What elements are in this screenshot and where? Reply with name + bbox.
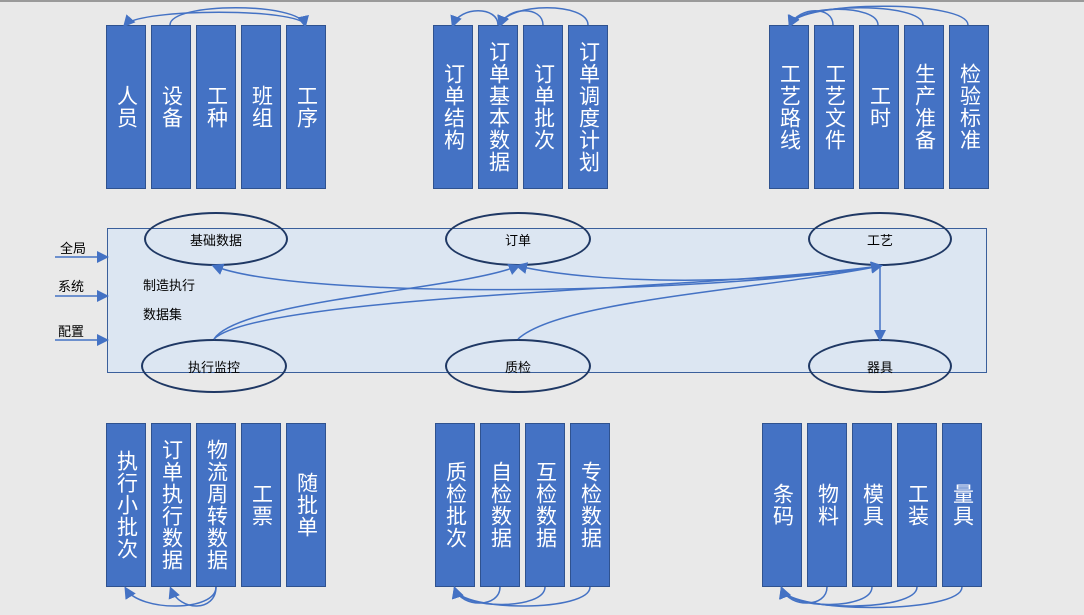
basic-box-3: 工种 — [196, 25, 236, 189]
basic-box-5: 工序 — [286, 25, 326, 189]
link-process-order — [515, 262, 881, 281]
order-box-1: 订单结构 — [433, 25, 473, 189]
quality-box-4: 专检数据 — [570, 423, 610, 587]
order-box-4: 订单调度计划 — [568, 25, 608, 189]
tool-box-1: 条码 — [762, 423, 802, 587]
quality-box-1: 质检批次 — [435, 423, 475, 587]
tool-box-4: 工装 — [897, 423, 937, 587]
exec-box-5: 随批单 — [286, 423, 326, 587]
arc-process-2 — [788, 8, 879, 28]
top-border — [0, 0, 1084, 2]
quality-box-3: 互检数据 — [525, 423, 565, 587]
arc-quality-3 — [451, 586, 591, 607]
node-quality: 质检 — [445, 339, 591, 393]
process-box-5: 检验标准 — [949, 25, 989, 189]
config-label-config: 配置 — [58, 325, 85, 340]
arc-tool-4 — [779, 586, 963, 609]
arc-exec-2 — [168, 586, 217, 607]
arc-process-4 — [787, 5, 969, 28]
process-box-2: 工艺文件 — [814, 25, 854, 189]
link-quality-process — [517, 261, 883, 340]
process-box-1: 工艺路线 — [769, 25, 809, 189]
process-box-3: 工时 — [859, 25, 899, 189]
tool-box-5: 量具 — [942, 423, 982, 587]
arc-exec-1 — [124, 586, 217, 607]
exec-box-3: 物流周转数据 — [196, 423, 236, 587]
config-label-system: 系统 — [58, 280, 85, 295]
arc-order-1 — [450, 10, 499, 28]
link-exec-order — [213, 263, 521, 340]
process-box-4: 生产准备 — [904, 25, 944, 189]
exec-box-1: 执行小批次 — [106, 423, 146, 587]
node-exec-monitor: 执行监控 — [141, 339, 287, 393]
config-label-global: 全局 — [60, 242, 87, 257]
tool-box-3: 模具 — [852, 423, 892, 587]
panel-title-line2: 数据集 — [143, 308, 183, 323]
panel-title-line1: 制造执行 — [143, 279, 196, 294]
basic-box-1: 人员 — [106, 25, 146, 189]
exec-box-2: 订单执行数据 — [151, 423, 191, 587]
tool-box-2: 物料 — [807, 423, 847, 587]
link-exec-process — [213, 261, 883, 340]
arc-order-3 — [497, 7, 589, 28]
order-box-3: 订单批次 — [523, 25, 563, 189]
arc-quality-1 — [452, 586, 501, 604]
exec-box-4: 工票 — [241, 423, 281, 587]
basic-box-2: 设备 — [151, 25, 191, 189]
order-box-2: 订单基本数据 — [478, 25, 518, 189]
arc-basic-1 — [169, 7, 309, 28]
arc-basic-2 — [123, 11, 306, 28]
quality-box-2: 自检数据 — [480, 423, 520, 587]
basic-box-4: 班组 — [241, 25, 281, 189]
